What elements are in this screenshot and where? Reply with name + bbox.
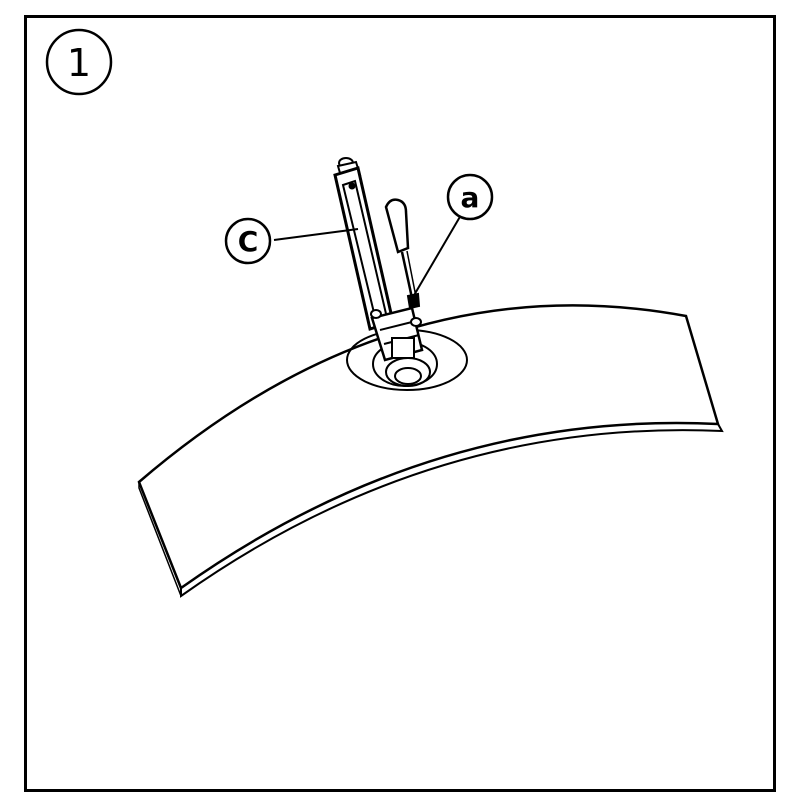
step-badge: 1 bbox=[45, 28, 113, 96]
curved-stand-base bbox=[137, 304, 724, 598]
callout-c: C bbox=[224, 217, 359, 265]
stand-neck bbox=[333, 157, 424, 362]
callout-c-label: C bbox=[238, 225, 259, 258]
screwdriver-icon bbox=[384, 198, 421, 310]
step-number: 1 bbox=[67, 41, 91, 85]
callout-a-label: a bbox=[461, 181, 480, 214]
callout-a: a bbox=[412, 173, 494, 298]
